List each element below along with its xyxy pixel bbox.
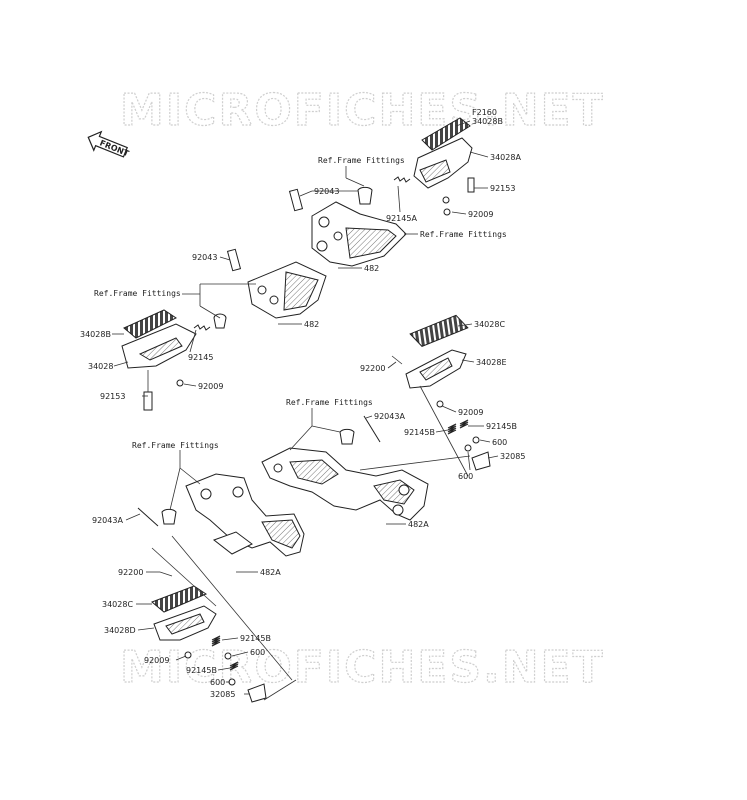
frame-bracket-center (261, 447, 429, 521)
label-92200-left: 92200 (118, 568, 143, 577)
label-92145B-r1: 92145B (404, 428, 435, 437)
label-34028D: 34028D (104, 626, 136, 635)
label-600-r2: 600 (458, 472, 473, 481)
watermark-top: MICROFICHES.NET (120, 85, 605, 136)
footpeg-bracket-34028-left (121, 323, 197, 369)
label-92145-left: 92145 (188, 353, 213, 362)
label-32085-right: 32085 (500, 452, 525, 461)
label-ref-frame-center: Ref.Frame Fittings (286, 398, 373, 407)
footpeg-spring-92145A (393, 176, 411, 183)
label-92145B-r2: 92145B (486, 422, 517, 431)
label-92043-mid: 92043 (192, 253, 217, 262)
label-92043-top: 92043 (314, 187, 339, 196)
footpeg-rubber-34028B-left (123, 309, 177, 339)
label-482A-right: 482A (408, 520, 429, 529)
label-figure-code: F2160 (472, 108, 497, 117)
label-600-l2: 600 (210, 678, 225, 687)
footpeg-rubber-34028C-right (409, 314, 469, 347)
label-ref-frame-top1: Ref.Frame Fittings (318, 156, 405, 165)
label-92145A: 92145A (386, 214, 417, 223)
label-92009-right: 92009 (458, 408, 483, 417)
label-ref-frame-top2: Ref.Frame Fittings (420, 230, 507, 239)
label-92043A-right: 92043A (374, 412, 405, 421)
label-600-l1: 600 (250, 648, 265, 657)
footpeg-rubber-34028B-top (421, 117, 471, 151)
front-label: FRONT (98, 138, 130, 158)
label-34028C-right: 34028C (474, 320, 505, 329)
label-92153-top: 92153 (490, 184, 515, 193)
pin-92043-mid (226, 248, 242, 272)
label-92009-bottom: 92009 (144, 656, 169, 665)
label-34028B-left: 34028B (80, 330, 111, 339)
leader-lines (112, 120, 499, 701)
part-labels: F2160 34028B 34028A 92153 92009 Ref.Fram… (80, 108, 525, 699)
watermark-bottom: MICROFICHES.NET (120, 642, 605, 693)
spring-92145B-left (211, 635, 239, 671)
footpeg-spring-92145-left (193, 313, 227, 331)
label-92153-left: 92153 (100, 392, 125, 401)
footpeg-bracket-34028A (413, 137, 475, 216)
label-92009-top: 92009 (468, 210, 493, 219)
label-600-r1: 600 (492, 438, 507, 447)
label-34028B-top: 34028B (472, 117, 503, 126)
label-34028-left: 34028 (88, 362, 113, 371)
label-92145B-l1: 92145B (240, 634, 271, 643)
label-ref-frame-lower: Ref.Frame Fittings (132, 441, 219, 450)
label-92043A-left: 92043A (92, 516, 123, 525)
label-92200-right: 92200 (360, 364, 385, 373)
footpeg-bracket-34028D (153, 605, 217, 641)
pin-92043-top (288, 186, 373, 212)
label-482-mid: 482 (304, 320, 319, 329)
footpeg-bracket-34028E (405, 349, 467, 389)
label-32085-left: 32085 (210, 690, 235, 699)
label-ref-frame-left: Ref.Frame Fittings (94, 289, 181, 298)
footpeg-rubber-34028C-left (151, 585, 208, 613)
label-92145B-l2: 92145B (186, 666, 217, 675)
label-34028A: 34028A (490, 153, 521, 162)
rear-bracket-top (311, 201, 407, 267)
rear-bracket-mid (247, 261, 327, 319)
label-482-top: 482 (364, 264, 379, 273)
label-34028C-left: 34028C (102, 600, 133, 609)
label-92009-left: 92009 (198, 382, 223, 391)
label-34028E: 34028E (476, 358, 507, 367)
spring-92145B-right (447, 419, 469, 435)
frame-bracket-lower-left (185, 473, 305, 557)
label-482A-left: 482A (260, 568, 281, 577)
